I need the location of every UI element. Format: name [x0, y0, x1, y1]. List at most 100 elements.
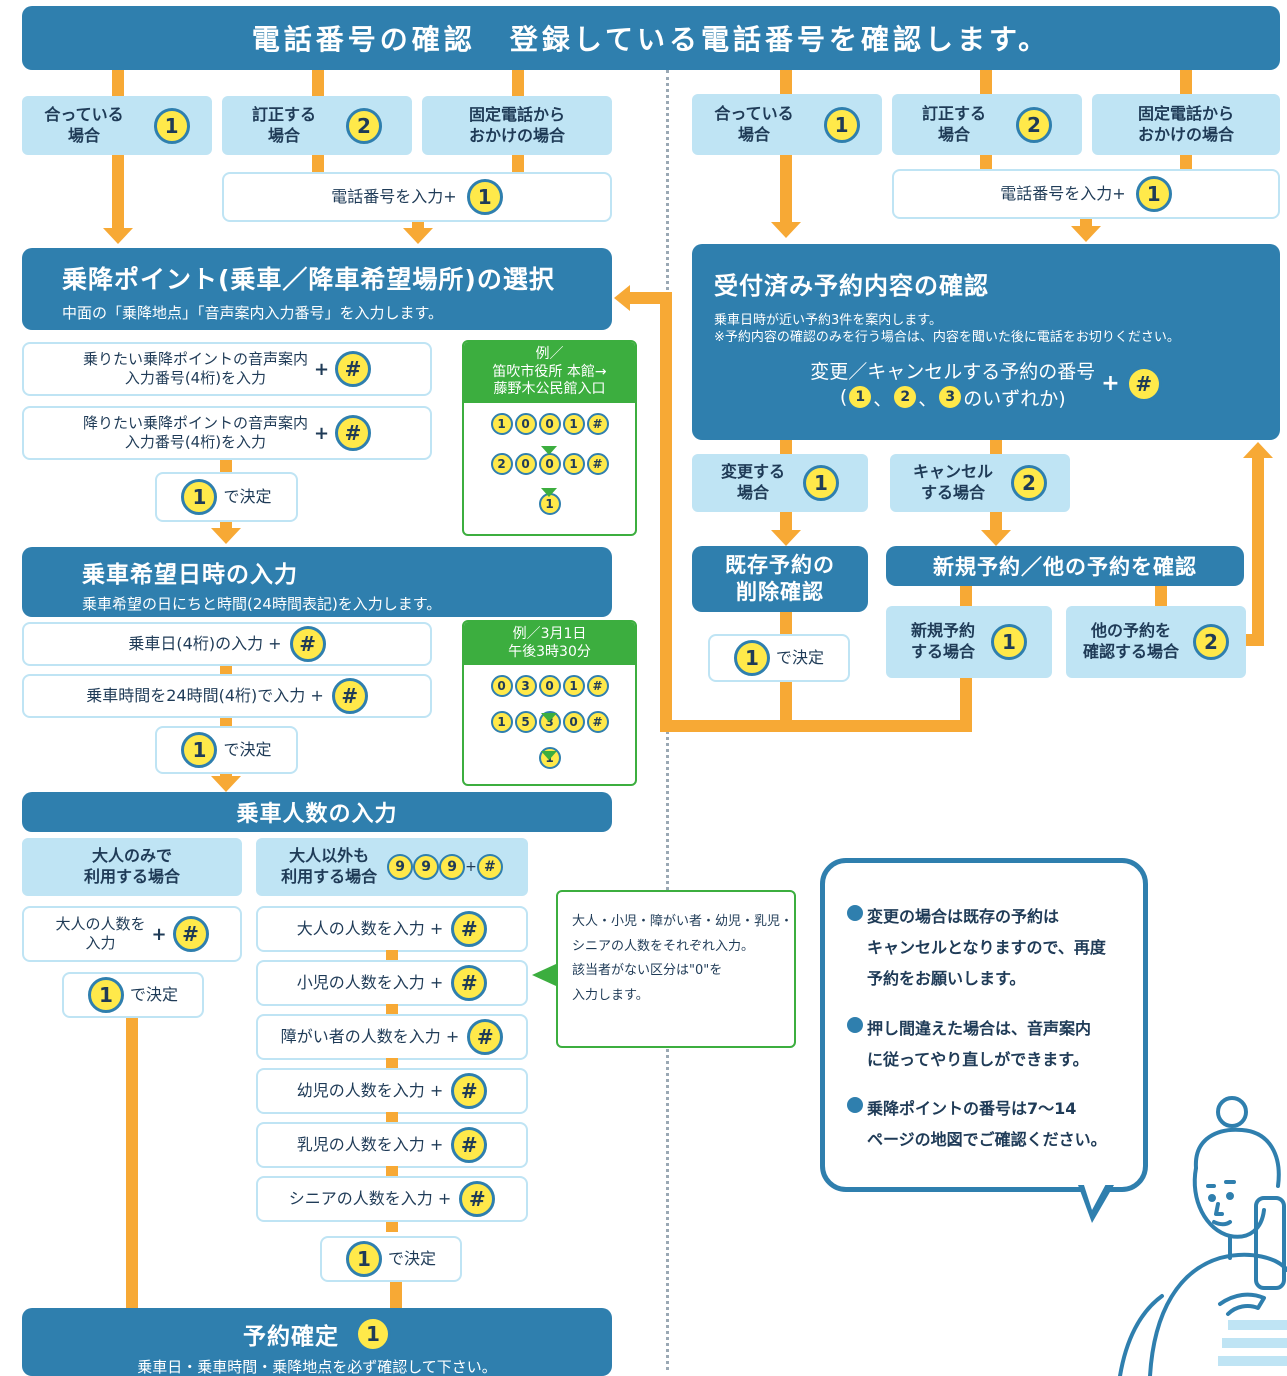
connector	[780, 512, 792, 534]
section-line-1: 乗車日時が近い予約3件を案内します。	[714, 313, 942, 328]
note-text: 押し間違えた場合は、音声案内 に従ってやり直しができます。	[867, 1018, 1092, 1069]
hash-badge: #	[451, 911, 488, 947]
step-label: シニアの人数を入力 +	[288, 1188, 452, 1208]
green-arrow	[541, 446, 557, 455]
arrow-down	[1071, 226, 1101, 242]
step-label: 乗車時間を24時間(4桁)で入力 +	[86, 685, 324, 705]
example-keys-row-2: 1 5 3 0 #	[464, 711, 635, 733]
hash-badge: #	[451, 1127, 488, 1163]
others-option: 大人以外も 利用する場合 9 9 9 + #	[256, 838, 528, 896]
section-title: 新規予約／他の予約を確認	[933, 555, 1197, 579]
step-label: 降りたい乗降ポイントの音声案内 入力番号(4桁)を入力	[82, 413, 308, 452]
key-badge: 1	[1135, 176, 1172, 212]
hash-badge: #	[335, 415, 372, 451]
section-title: 乗降ポイント(乗車／降車希望場所)の選択	[62, 265, 555, 294]
prompt-close: のいずれか)	[963, 387, 1066, 410]
connector	[312, 70, 324, 100]
boarding-step-1: 乗りたい乗降ポイントの音声案内 入力番号(4桁)を入力 + #	[22, 342, 432, 396]
datetime-decide: 1 で決定	[155, 726, 298, 774]
connector	[386, 1166, 398, 1176]
section-title: 乗車希望日時の入力	[82, 562, 298, 588]
key-badge: 0	[562, 711, 585, 733]
connector	[960, 582, 972, 608]
bullet-icon	[847, 1016, 863, 1033]
hash-badge: #	[459, 1181, 496, 1217]
example-keys-row-1: 1 0 0 1 #	[464, 412, 635, 435]
option-landline: 固定電話から おかけの場合	[422, 96, 612, 155]
note-item: 変更の場合は既存の予約は キャンセルとなりますので、再度 予約をお願いします。	[847, 901, 1125, 995]
hash-badge: #	[586, 675, 609, 697]
connector	[780, 70, 792, 96]
section-title: 受付済み予約内容の確認	[714, 272, 989, 300]
step-label: 乳児の人数を入力 +	[296, 1134, 444, 1154]
connector	[220, 520, 232, 530]
option-cancel: キャンセル する場合 2	[890, 454, 1070, 512]
connector	[220, 664, 232, 676]
connector	[780, 155, 792, 223]
key-badge: 0	[514, 412, 537, 435]
connector	[960, 678, 972, 730]
option-fix: 訂正する 場合 2	[892, 94, 1082, 155]
others-count-step: 幼児の人数を入力 +#	[256, 1068, 528, 1114]
connector	[386, 950, 398, 960]
option-label: 訂正する 場合	[251, 104, 316, 145]
hash-badge: #	[586, 711, 609, 733]
arrow-down	[771, 222, 801, 238]
others-decide: 1 で決定	[320, 1236, 462, 1282]
note-item: 乗降ポイントの番号は7～14 ページの地図でご確認ください。	[847, 1093, 1125, 1155]
key-badge: 1	[562, 412, 585, 435]
hash-badge: #	[476, 854, 503, 880]
key-badge: 1	[823, 106, 860, 143]
key-badge: 1	[991, 624, 1027, 660]
key-badge: 1	[181, 479, 218, 515]
arrow-down	[771, 530, 801, 546]
plus-sign: +	[151, 923, 167, 945]
option-change: 変更する 場合 1	[692, 454, 868, 512]
connector	[1155, 582, 1167, 608]
hash-badge: #	[289, 626, 326, 662]
green-arrow	[541, 713, 557, 722]
confirm-section: 予約確定 1 乗車日・乗車時間・乗降地点を必ず確認して下さい。	[22, 1308, 612, 1376]
separator: 、	[873, 387, 893, 410]
header-title: 電話番号の確認	[251, 23, 476, 56]
datetime-example: 例／3月1日 午後3時30分 0 3 0 1 # 1 5 3 0 # 1	[462, 620, 637, 786]
option-correct: 合っている 場合 1	[692, 94, 882, 155]
phone-input-step: 電話番号を入力+ 1	[892, 169, 1280, 219]
arrow-down	[981, 530, 1011, 546]
note-text: 乗降ポイントの番号は7～14 ページの地図でご確認ください。	[867, 1098, 1107, 1150]
accepted-section: 受付済み予約内容の確認 乗車日時が近い予約3件を案内します。 ※予約内容の確認の…	[692, 244, 1280, 440]
bubble-tail-inner	[1083, 1182, 1107, 1210]
connector	[780, 440, 792, 456]
step-label: 乗車日(4桁)の入力 +	[128, 633, 282, 653]
boarding-section: 乗降ポイント(乗車／降車希望場所)の選択 中面の「乗降地点」「音声案内入力番号」…	[22, 248, 612, 330]
example-keys-row-2: 2 0 0 1 #	[464, 452, 635, 475]
connector	[660, 720, 972, 732]
new-or-other-section: 新規予約／他の予約を確認	[886, 546, 1244, 586]
section-title: 乗車人数の入力	[236, 802, 398, 827]
arrow-down	[211, 528, 241, 544]
prompt-line-1: 変更／キャンセルする予約の番号	[810, 360, 1096, 383]
option-label: 新規予約 する場合	[910, 621, 975, 661]
hash-badge: #	[451, 1073, 488, 1109]
key-badge: 1	[847, 384, 874, 411]
option-new: 新規予約 する場合 1	[886, 606, 1052, 678]
key-badge: 3	[514, 675, 537, 697]
connector	[780, 678, 792, 730]
others-count-step: 障がい者の人数を入力 +#	[256, 1014, 528, 1060]
key-badge: 0	[538, 412, 561, 435]
adult-decide: 1 で決定	[62, 972, 204, 1018]
key-badge: 1	[466, 179, 503, 215]
arrow-down	[103, 228, 133, 244]
arrow-left	[614, 285, 630, 311]
section-subtitle: 乗車希望の日にちと時間(24時間表記)を入力します。	[82, 595, 442, 613]
step-label: 電話番号を入力+	[1000, 183, 1126, 203]
header-subtitle: 登録している電話番号を確認します。	[509, 23, 1051, 56]
notes-bubble: 変更の場合は既存の予約は キャンセルとなりますので、再度 予約をお願いします。押…	[820, 858, 1148, 1192]
option-label: 訂正する 場合	[921, 103, 986, 144]
others-count-step: 大人の人数を入力 +#	[256, 906, 528, 952]
datetime-section: 乗車希望日時の入力 乗車希望の日にちと時間(24時間表記)を入力します。	[22, 547, 612, 617]
key-badge: 1	[153, 107, 190, 144]
decide-label: で決定	[223, 739, 272, 759]
key-badge: 2	[892, 384, 919, 411]
